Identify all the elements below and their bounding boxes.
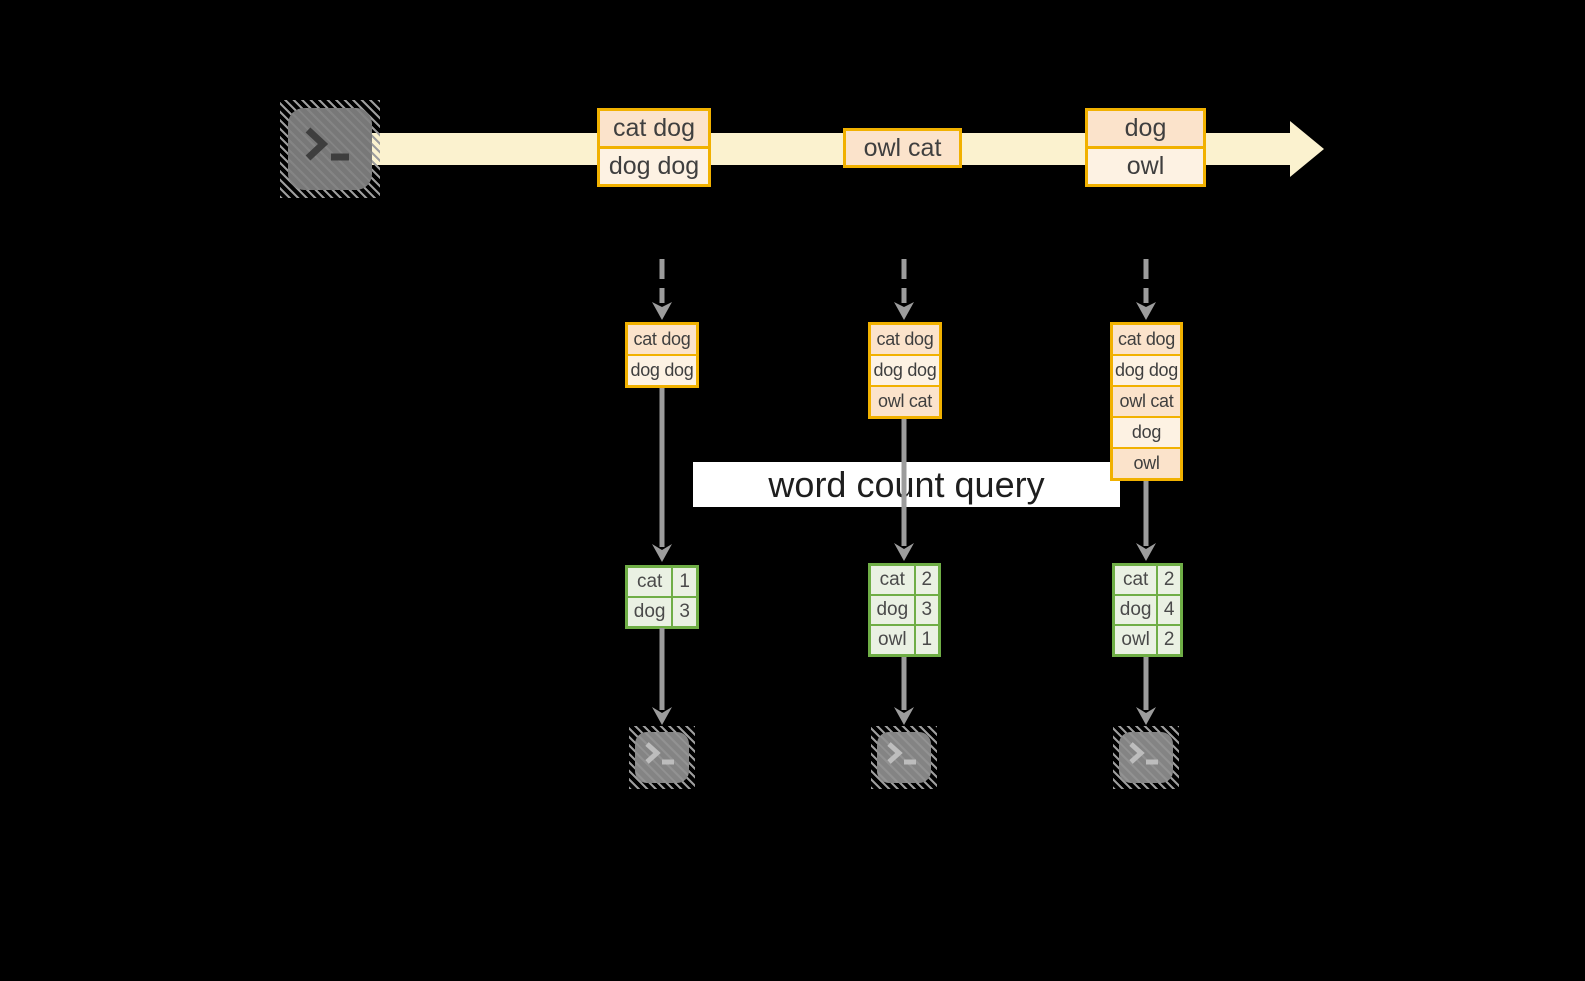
input-row: dog dog — [628, 356, 696, 385]
terminal-screen — [288, 108, 372, 190]
arrowhead — [894, 543, 914, 561]
count-cell: 3 — [673, 598, 696, 626]
arrowhead — [894, 707, 914, 725]
count-cell: 1 — [915, 626, 938, 654]
table-row: cat 2 — [1115, 566, 1180, 594]
query-arrowheads — [652, 543, 1156, 562]
terminal-prompt-icon — [305, 127, 349, 161]
input-row: dog dog — [1113, 356, 1180, 385]
count-cell: 2 — [1158, 626, 1180, 654]
count-cell: 4 — [1158, 596, 1180, 624]
word-cell: cat — [1115, 566, 1157, 594]
input-batch-box-2: cat dog dog dog owl cat — [868, 322, 942, 419]
result-table-1: cat 1 dog 3 — [625, 565, 699, 629]
table-row: owl 1 — [871, 626, 938, 654]
arrowhead — [652, 302, 672, 320]
arrowhead — [1136, 707, 1156, 725]
table-row: dog 3 — [871, 596, 938, 624]
arrowhead — [652, 544, 672, 562]
input-row: owl — [1113, 449, 1180, 478]
input-row: dog dog — [871, 356, 939, 385]
stream-event-line: cat dog — [600, 111, 708, 146]
word-cell: dog — [871, 596, 914, 624]
input-stream-arrowhead — [1290, 121, 1324, 177]
count-cell: 2 — [915, 566, 938, 594]
stream-event-line: owl — [1088, 149, 1203, 184]
table-row: cat 1 — [628, 568, 696, 596]
sink-terminal-icon-3 — [1113, 726, 1179, 789]
word-cell: owl — [871, 626, 914, 654]
stream-event-line: dog — [1088, 111, 1203, 146]
input-row: dog — [1113, 418, 1180, 447]
count-cell: 3 — [915, 596, 938, 624]
query-label-band: word count query — [693, 462, 1120, 507]
dashed-arrows — [659, 259, 1149, 303]
dashed-arrowheads — [652, 302, 1156, 320]
table-row: dog 3 — [628, 598, 696, 626]
stream-event-box-2: owl cat — [843, 128, 962, 168]
output-arrowheads — [652, 707, 1156, 725]
sink-terminal-icon-2 — [871, 726, 937, 789]
arrowhead — [1136, 543, 1156, 561]
input-row: cat dog — [1113, 325, 1180, 354]
result-table-3: cat 2 dog 4 owl 2 — [1112, 563, 1183, 657]
word-cell: cat — [871, 566, 914, 594]
input-row: cat dog — [628, 325, 696, 354]
source-terminal-icon — [280, 100, 380, 198]
terminal-screen — [635, 732, 689, 783]
input-batch-box-3: cat dog dog dog owl cat dog owl — [1110, 322, 1183, 481]
terminal-screen — [1119, 732, 1173, 783]
terminal-prompt-icon — [1129, 742, 1158, 765]
count-cell: 2 — [1158, 566, 1180, 594]
terminal-screen — [877, 732, 931, 783]
table-row: cat 2 — [871, 566, 938, 594]
arrowhead — [894, 302, 914, 320]
word-cell: owl — [1115, 626, 1157, 654]
input-row: owl cat — [871, 387, 939, 416]
input-batch-box-1: cat dog dog dog — [625, 322, 699, 388]
query-label: word count query — [768, 463, 1045, 505]
stream-event-line: dog dog — [600, 149, 708, 184]
arrowhead — [1136, 302, 1156, 320]
word-cell: dog — [1115, 596, 1157, 624]
terminal-prompt-icon — [887, 742, 916, 765]
count-cell: 1 — [673, 568, 696, 596]
terminal-prompt-icon — [645, 742, 674, 765]
word-cell: dog — [628, 598, 672, 626]
input-row: cat dog — [871, 325, 939, 354]
result-table-2: cat 2 dog 3 owl 1 — [868, 563, 941, 657]
stream-event-box-1: cat dog dog dog — [597, 108, 711, 187]
stream-event-line: owl cat — [846, 131, 959, 165]
word-cell: cat — [628, 568, 672, 596]
input-row: owl cat — [1113, 387, 1180, 416]
sink-terminal-icon-1 — [629, 726, 695, 789]
table-row: dog 4 — [1115, 596, 1180, 624]
stream-event-box-3: dog owl — [1085, 108, 1206, 187]
table-row: owl 2 — [1115, 626, 1180, 654]
arrowhead — [652, 707, 672, 725]
